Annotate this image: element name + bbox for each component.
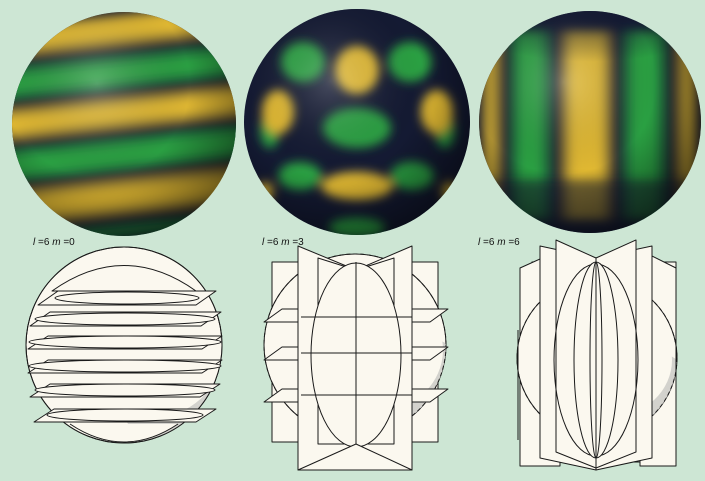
l-symbol: l (262, 237, 264, 248)
plane-1 (38, 291, 216, 305)
diagram-l6-m0 (26, 247, 258, 454)
m-value: 0 (69, 237, 75, 248)
caption-l6-m0: l =6 m =0 (33, 237, 75, 248)
plane-3 (28, 336, 222, 349)
l-symbol: l (33, 237, 35, 248)
m-symbol: m (497, 237, 505, 248)
sphere-l6-m6 (470, 0, 705, 240)
m-value: 6 (514, 237, 520, 248)
l-value: 6 (273, 237, 279, 248)
m-symbol: m (281, 237, 289, 248)
l-value: 6 (44, 237, 50, 248)
l-symbol: l (478, 237, 480, 248)
plane-4 (28, 360, 222, 373)
caption-l6-m6: l =6 m =6 (478, 237, 520, 248)
m-symbol: m (52, 237, 60, 248)
m-value: 3 (298, 237, 304, 248)
diagram-l6-m6 (517, 240, 698, 470)
caption-l6-m3: l =6 m =3 (262, 237, 304, 248)
diagram-l6-m3 (264, 246, 476, 470)
sphere-l6-m3 (240, 0, 480, 238)
l-value: 6 (489, 237, 495, 248)
sphere-l6-m0 (0, 0, 261, 248)
plane-5 (30, 384, 220, 397)
plane-6 (34, 409, 216, 422)
plane-2 (30, 312, 221, 326)
